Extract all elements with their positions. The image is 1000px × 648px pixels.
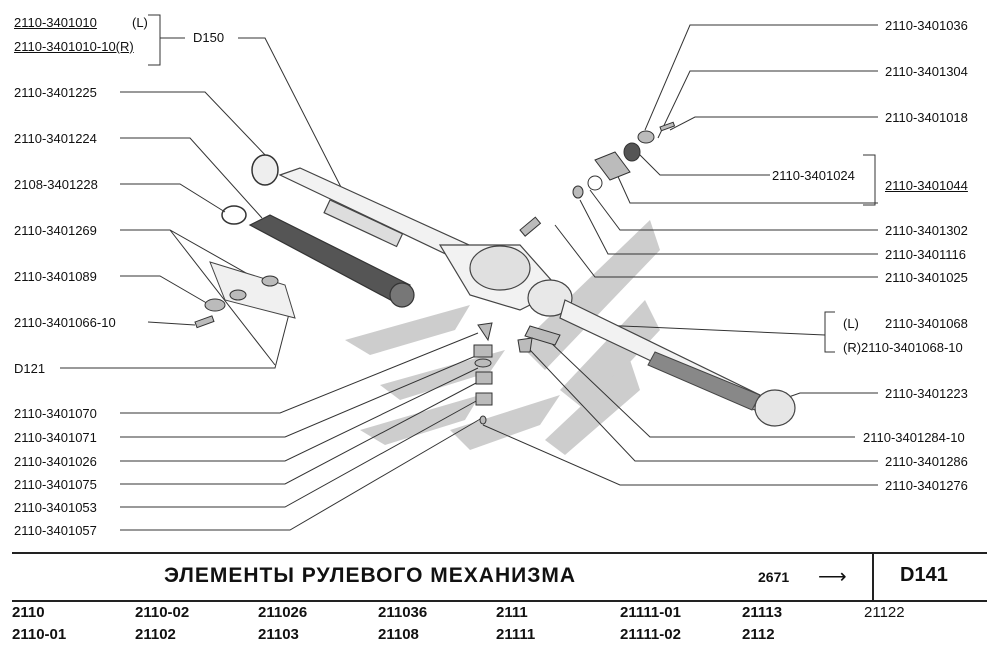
part-label: 2110-3401225 <box>14 85 97 100</box>
part-label: 2108-3401228 <box>14 177 98 192</box>
steering-rack-teeth <box>647 351 761 411</box>
part-label: 2110-3401057 <box>14 523 97 538</box>
arrow-right-icon: ⟶ <box>818 566 847 588</box>
model-code: 21122 <box>864 604 905 621</box>
model-code: 211036 <box>378 604 428 621</box>
part-label: 2110-3401089 <box>14 269 97 284</box>
rack-end-cap <box>754 389 796 427</box>
part-label: 2110-3401304 <box>885 64 968 79</box>
model-code: 2110-01 <box>12 626 67 643</box>
diagram-ref-label: D121 <box>14 361 46 376</box>
model-code: 2110-02 <box>135 604 190 621</box>
model-code: 211026 <box>258 604 308 621</box>
model-code: 21111-02 <box>620 626 681 643</box>
part-label-side: (L) <box>132 15 148 30</box>
page-code: D141 <box>900 564 948 586</box>
model-code: 2110 <box>12 604 45 621</box>
part-label: 2110-3401075 <box>14 477 97 492</box>
page-reference: 2671 <box>758 569 790 585</box>
part-label: 2110-3401116 <box>885 247 966 262</box>
part-label: 2110-3401025 <box>885 270 968 285</box>
mounting-bracket <box>209 261 296 319</box>
model-code: 21102 <box>135 626 176 643</box>
part-label: 2110-3401024 <box>772 168 855 183</box>
diagram-ref-label: D150 <box>193 30 225 45</box>
part-label: 2110-3401044 <box>885 178 968 193</box>
model-code: 21111-01 <box>620 604 681 621</box>
part-label: 2110-3401068 <box>885 316 968 331</box>
part-label: 2110-3401053 <box>14 500 97 515</box>
part-label: 2110-3401071 <box>14 430 97 445</box>
part-label: 2110-3401010 <box>14 15 97 30</box>
page-title: ЭЛЕМЕНТЫ РУЛЕВОГО МЕХАНИЗМА <box>164 564 577 587</box>
part-label: 2110-3401066-10 <box>14 315 116 330</box>
part-label: 2110-3401284-10 <box>863 430 965 445</box>
part-label: 2110-3401224 <box>14 131 97 146</box>
small-parts <box>194 121 676 425</box>
part-label: 2110-3401286 <box>885 454 968 469</box>
model-code: 21108 <box>378 626 419 643</box>
part-label: 2110-3401302 <box>885 223 968 238</box>
part-label: 2110-3401276 <box>885 478 968 493</box>
part-label: 2110-3401026 <box>14 454 97 469</box>
part-label: 2110-3401018 <box>885 110 968 125</box>
model-code: 2111 <box>496 604 528 621</box>
part-label-side: (L) <box>843 316 859 331</box>
watermark-logo <box>345 220 660 455</box>
title-bar: ЭЛЕМЕНТЫ РУЛЕВОГО МЕХАНИЗМА 2671 ⟶ D141 <box>12 552 987 602</box>
part-label: (R)2110-3401068-10 <box>843 340 963 355</box>
bellows-boot <box>248 214 415 308</box>
clamp-ring <box>221 154 279 225</box>
part-label: 2110-3401223 <box>885 386 968 401</box>
part-label: 2110-3401070 <box>14 406 97 421</box>
model-code: 21111 <box>496 626 536 643</box>
divider <box>872 554 874 600</box>
steering-mechanism-exploded-diagram <box>60 14 878 531</box>
part-label: 2110-3401010-10(R) <box>14 39 134 54</box>
model-code: 21103 <box>258 626 299 643</box>
model-code: 21113 <box>742 604 783 621</box>
model-code: 2112 <box>742 626 775 643</box>
part-label: 2110-3401269 <box>14 223 97 238</box>
part-label: 2110-3401036 <box>885 18 968 33</box>
